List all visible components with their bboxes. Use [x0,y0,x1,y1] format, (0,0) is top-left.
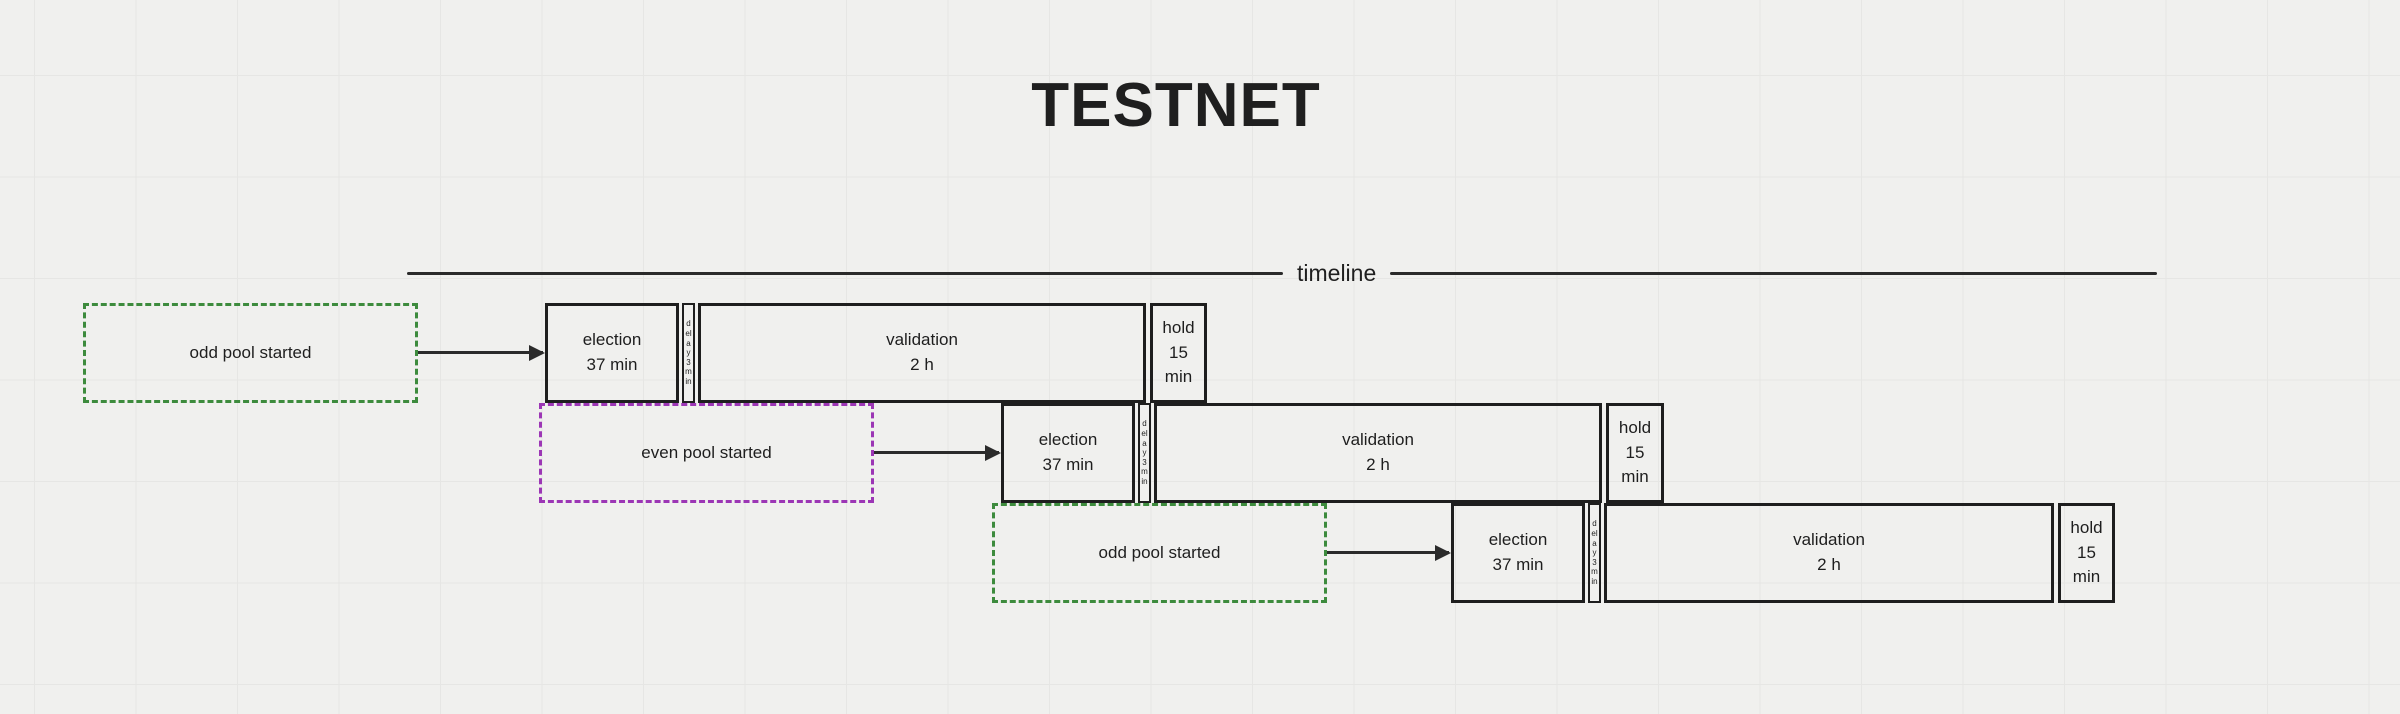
phase-label: hold [1162,318,1195,338]
phase-duration: 2 h [1366,455,1390,474]
delay-phase-box-1: delay 3 min [682,303,695,403]
trigger-label: odd pool started [1098,543,1221,562]
delay-phase-box-2: delay 3 min [1138,403,1151,503]
hold-phase-box-2: hold 15 min [1606,403,1664,503]
trigger-box-odd-pool-2: odd pool started [992,503,1327,603]
timeline-line-left [407,271,1283,275]
trigger-box-odd-pool-1: odd pool started [83,303,418,403]
election-phase-box-2: election 37 min [1001,403,1135,503]
trigger-box-even-pool: even pool started [539,403,874,503]
validation-phase-box-3: validation 2 h [1604,503,2054,603]
flow-arrow-1 [418,351,543,354]
timeline-label: timeline [1297,259,1377,286]
phase-duration-unit: min [2072,567,2101,587]
diagram-title: TESTNET [1031,71,1321,140]
election-phase-box-1: election 37 min [545,303,679,403]
phase-duration: 15 [2077,542,2096,562]
timeline: timeline [407,258,2157,288]
phase-duration: 15 [1625,442,1645,462]
validation-phase-box-2: validation 2 h [1154,403,1602,503]
timeline-line-right [1390,271,2157,275]
election-phase-box-3: election 37 min [1451,503,1585,603]
phase-label: election [1488,530,1548,550]
phase-duration-unit: min [1164,367,1193,387]
trigger-label: even pool started [641,443,772,462]
delay-phase-box-3: delay 3 min [1588,503,1601,603]
phase-duration: 37 min [1042,455,1094,474]
phase-label: delay 3 min [1591,519,1598,586]
hold-phase-box-3: hold 15 min [2058,503,2115,603]
phase-label: delay 3 min [685,319,692,386]
phase-label: hold [1618,418,1652,438]
trigger-label: odd pool started [189,343,312,362]
phase-label: validation [1342,430,1414,450]
phase-duration: 37 min [586,355,638,374]
phase-duration: 2 h [910,355,934,374]
phase-label: hold [2070,518,2103,538]
hold-phase-box-1: hold 15 min [1150,303,1207,403]
flow-arrow-3 [1327,551,1449,554]
phase-duration-unit: min [1621,467,1649,487]
phase-label: validation [886,330,958,350]
flow-arrow-2 [874,451,999,454]
phase-label: delay 3 min [1141,419,1148,486]
phase-duration: 37 min [1492,555,1544,574]
phase-label: election [1038,430,1098,450]
validation-phase-box-1: validation 2 h [698,303,1146,403]
phase-label: validation [1793,530,1865,550]
phase-label: election [582,330,642,350]
phase-duration: 2 h [1817,555,1841,574]
phase-duration: 15 [1169,342,1188,362]
